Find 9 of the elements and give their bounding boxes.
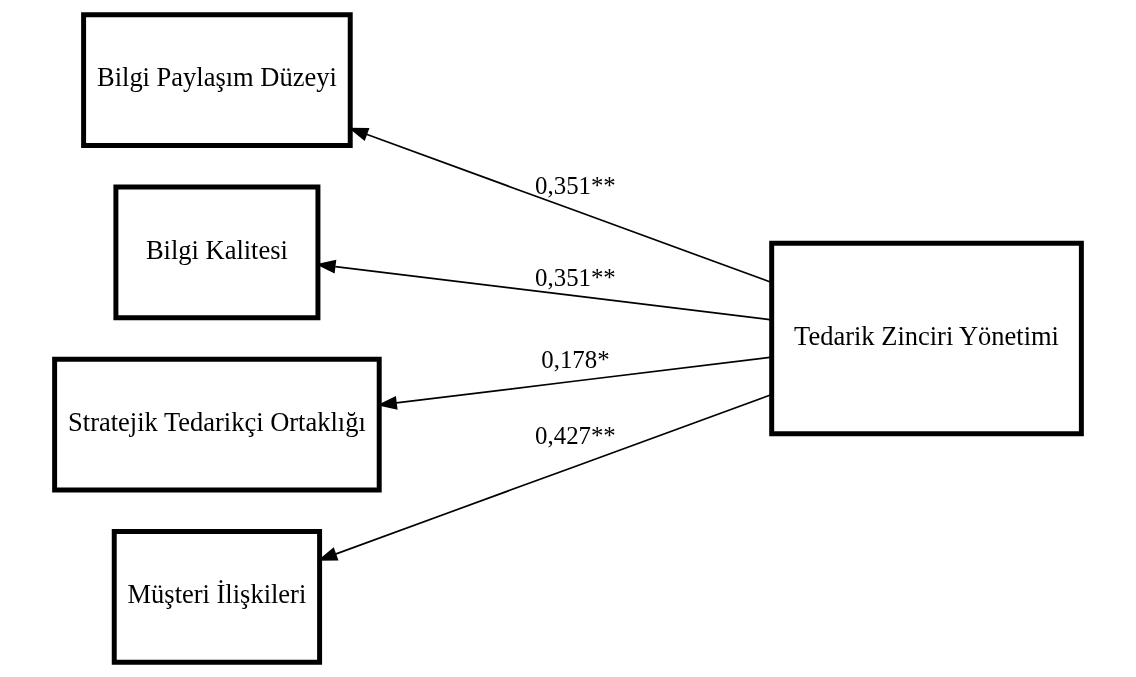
edge-label: 0,351** [535, 263, 616, 291]
node-box: Müşteri İlişkileri [111, 528, 323, 665]
edge-label: 0,427** [535, 422, 616, 450]
node-box: Bilgi Paylaşım Düzeyi [81, 12, 353, 149]
node-box: Bilgi Kalitesi [113, 184, 321, 321]
node-box: Stratejik Tedarikçi Ortaklığı [52, 356, 382, 493]
edge-label: 0,351** [535, 172, 616, 200]
edge-label: 0,178* [541, 346, 610, 374]
node-box: Tedarik Zinciri Yönetimi [769, 240, 1084, 437]
